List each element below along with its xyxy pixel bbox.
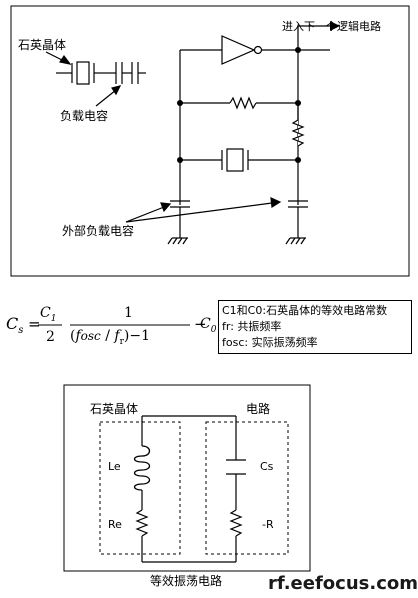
legend-line-1: C1和C0:石英晶体的等效电路常数	[222, 304, 388, 317]
label-arrows-left	[45, 51, 122, 107]
inverter-gate	[221, 35, 263, 65]
label-neg-r: -R	[262, 518, 274, 531]
watermark: rf.eefocus.com	[268, 573, 418, 594]
label-arrows-ext	[125, 197, 282, 223]
formula-num1: C1	[40, 305, 57, 324]
capacitor-cs	[226, 459, 246, 475]
ground-left	[167, 237, 188, 245]
formula-den2: (fosc / fr)−1	[70, 328, 150, 347]
crystal-symbol-circuit	[221, 148, 249, 172]
formula-equals: =	[28, 315, 41, 333]
legend-box: C1和C0:石英晶体的等效电路常数 fr: 共振频率 fosc: 实际振荡频率	[218, 300, 412, 354]
formula-num2: 1	[124, 305, 133, 321]
bottom-frame	[63, 384, 311, 572]
circuit-dashed-box	[205, 421, 289, 555]
output-arrow	[330, 21, 340, 31]
series-resistor	[291, 103, 305, 147]
bottom-circuit-label: 电路	[246, 402, 271, 416]
external-load-capacitor-label: 外部负载电容	[62, 224, 135, 238]
legend-line-2: fr: 共振频率	[222, 320, 282, 333]
formula-c0: C0	[200, 316, 217, 335]
label-cs: Cs	[260, 460, 274, 473]
inductor-le	[133, 445, 151, 491]
junction-dots	[177, 47, 301, 163]
load-capacitor-right	[288, 200, 308, 238]
capacitor-symbol-left	[106, 62, 146, 84]
top-frame	[10, 5, 410, 277]
formula-den1: 2	[46, 329, 55, 345]
label-le: Le	[108, 460, 121, 473]
next-logic-label: 进入下一个逻辑电路	[282, 20, 381, 33]
load-capacitor-left	[170, 200, 190, 238]
crystal-symbol-left	[56, 61, 106, 85]
bottom-crystal-label: 石英晶体	[90, 402, 139, 416]
formula-lhs: Cs	[6, 314, 24, 337]
formula-minus: −	[194, 315, 207, 333]
ground-right	[285, 237, 306, 245]
crystal-label: 石英晶体	[18, 38, 67, 52]
bottom-caption: 等效振荡电路	[150, 574, 223, 588]
load-capacitor-label: 负载电容	[60, 109, 109, 123]
resistor-neg-r	[229, 509, 243, 537]
feedback-resistor	[229, 96, 257, 110]
label-re: Re	[108, 518, 122, 531]
legend-line-3: fosc: 实际振荡频率	[222, 336, 318, 349]
loop-wires	[141, 415, 237, 563]
crystal-dashed-box	[99, 421, 181, 555]
resistor-re	[135, 509, 149, 537]
